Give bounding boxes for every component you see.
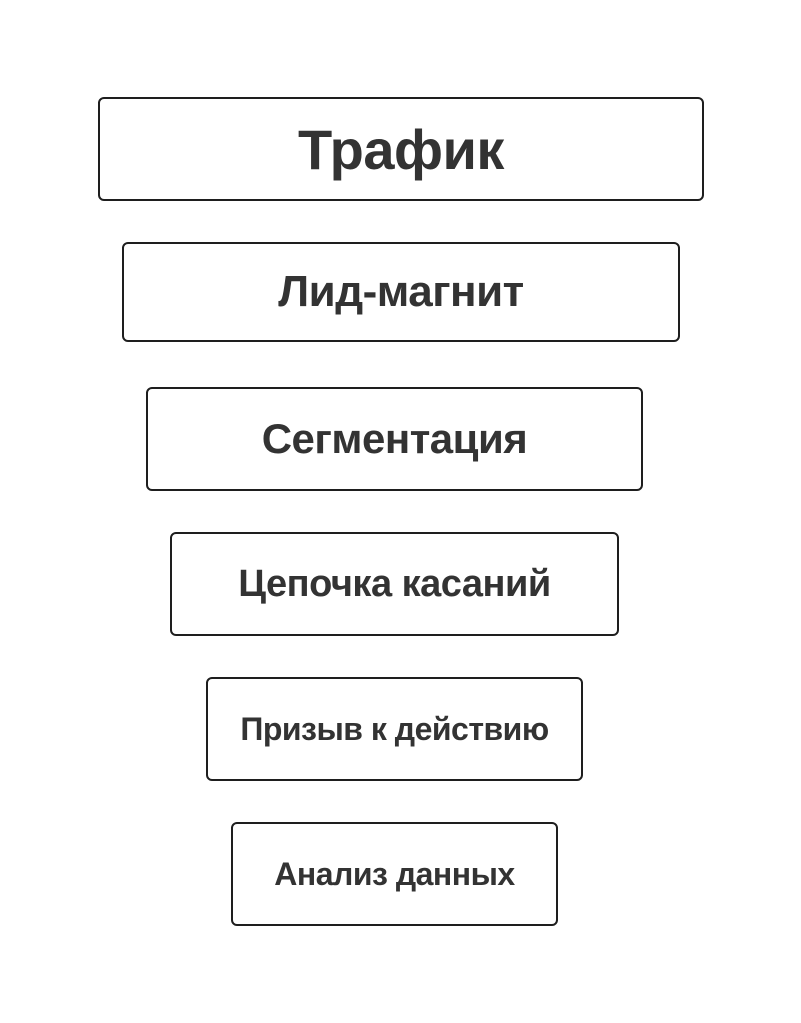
- funnel-stage-data-analysis: Анализ данных: [231, 822, 558, 926]
- stage-label: Призыв к действию: [240, 710, 549, 747]
- funnel-stage-segmentation: Сегментация: [146, 387, 643, 491]
- funnel-stage-call-to-action: Призыв к действию: [206, 677, 583, 781]
- stage-label: Сегментация: [261, 415, 528, 462]
- funnel-stage-traffic: Трафик: [98, 97, 704, 201]
- stage-label: Трафик: [298, 117, 504, 181]
- stage-label: Анализ данных: [274, 855, 515, 892]
- funnel-stage-lead-magnet: Лид-магнит: [122, 242, 680, 342]
- funnel-stage-touch-chain: Цепочка касаний: [170, 532, 619, 636]
- stage-label: Цепочка касаний: [238, 562, 551, 605]
- stage-label: Лид-магнит: [278, 267, 524, 316]
